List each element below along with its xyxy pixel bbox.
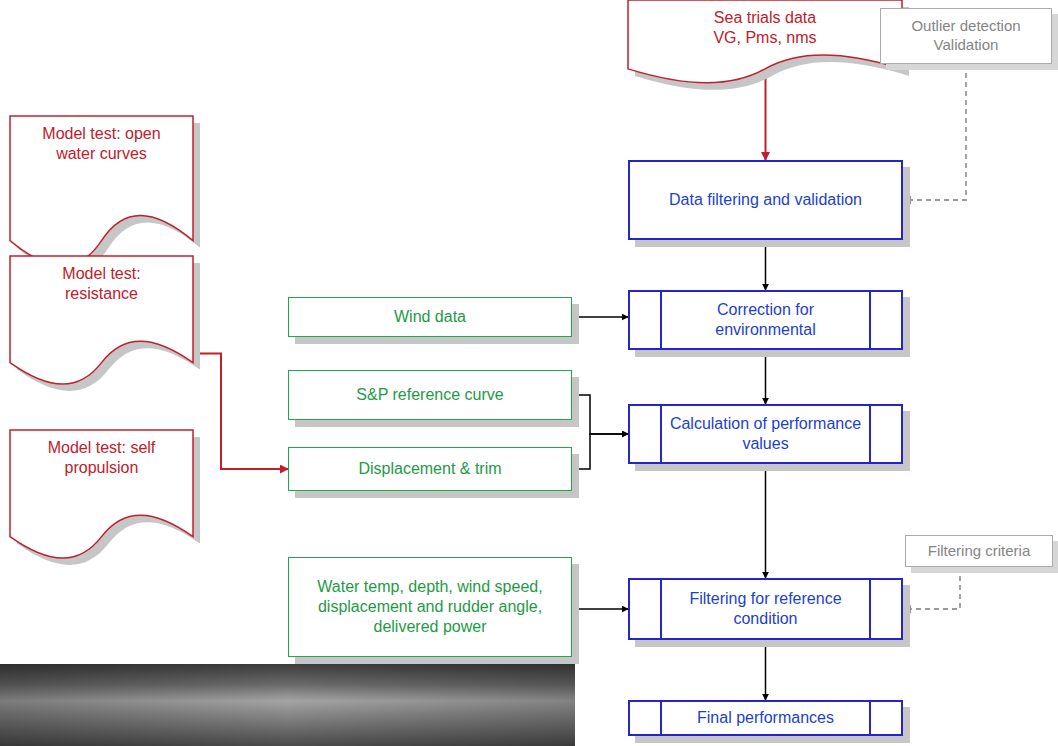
side-bar <box>660 702 662 734</box>
node-text: Model test: self propulsion <box>30 438 173 478</box>
predefined-process-box: Correction for environmental <box>628 290 903 350</box>
arrow-connector <box>765 640 767 700</box>
arrow-connector <box>765 240 767 290</box>
node-text: Wind data <box>394 307 466 327</box>
document-border <box>10 256 193 384</box>
side-bar <box>869 406 871 462</box>
document-shape: Model test: resistance <box>10 256 193 386</box>
arrow-connector <box>193 354 288 470</box>
process-box: Data filtering and validation <box>628 160 903 240</box>
input-box: S&P reference curve <box>288 370 572 420</box>
arrow-connector <box>572 434 628 469</box>
side-bar <box>660 580 662 638</box>
document-border <box>628 0 902 83</box>
node-text: Displacement & trim <box>358 459 501 479</box>
predefined-process-box: Final performances <box>628 700 903 736</box>
side-bar <box>869 292 871 348</box>
arrow-connector <box>572 608 628 610</box>
arrow-connector <box>765 350 767 404</box>
node-text: Filtering criteria <box>928 542 1031 561</box>
document-border <box>10 430 193 558</box>
node-text: Correction for environmental <box>668 300 863 340</box>
node-text: Final performances <box>697 708 834 728</box>
predefined-process-box: Calculation of performance values <box>628 404 903 464</box>
predefined-process-box: Filtering for reference condition <box>628 578 903 640</box>
arrow-connector <box>572 316 628 318</box>
photo-shade <box>0 664 575 746</box>
document-shape: Model test: open water curves <box>10 116 193 268</box>
arrow-connector <box>572 395 628 434</box>
node-text: Model test: open water curves <box>30 124 173 164</box>
node-text: Outlier detection Validation <box>887 17 1045 55</box>
node-text: Calculation of performance values <box>668 414 863 454</box>
document-border <box>10 116 193 266</box>
node-text: S&P reference curve <box>356 385 503 405</box>
arrow-connector <box>765 464 767 578</box>
side-bar <box>660 292 662 348</box>
input-box: Displacement & trim <box>288 447 572 491</box>
input-box: Water temp, depth, wind speed, displacem… <box>288 557 572 657</box>
side-bar <box>660 406 662 462</box>
note-box: Outlier detection Validation <box>880 8 1052 64</box>
node-text: Sea trials data <box>714 8 816 28</box>
node-text: Data filtering and validation <box>669 190 862 210</box>
photo-sky <box>0 664 575 746</box>
node-text: Model test: resistance <box>30 264 173 304</box>
node-text: Water temp, depth, wind speed, displacem… <box>303 577 557 637</box>
side-bar <box>869 580 871 638</box>
document-shape: Sea trials dataVG, Pms, nms <box>628 0 902 84</box>
node-text: VG, Pms, nms <box>713 28 816 48</box>
side-bar <box>869 702 871 734</box>
input-box: Wind data <box>288 297 572 337</box>
document-shape: Model test: self propulsion <box>10 430 193 560</box>
dashed-connector <box>903 567 960 609</box>
dashed-connector <box>903 64 966 200</box>
note-box: Filtering criteria <box>905 535 1053 567</box>
node-text: Filtering for reference condition <box>668 589 863 629</box>
arrow-connector <box>765 69 767 160</box>
